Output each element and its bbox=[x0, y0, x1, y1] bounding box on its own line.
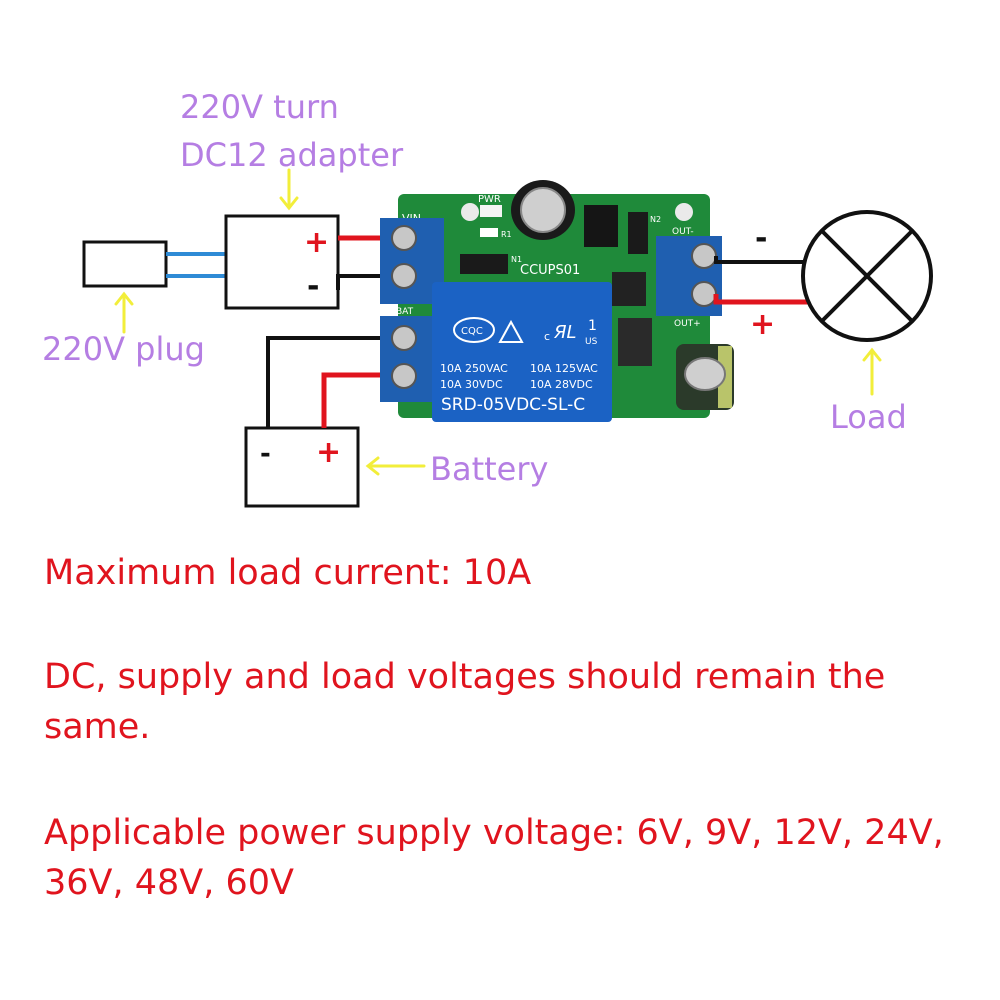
relay-spec-2a: 10A 30VDC bbox=[440, 378, 503, 391]
pcb-bat-label: BAT bbox=[396, 307, 414, 317]
battery-negative-wire bbox=[266, 336, 398, 428]
relay-warning-mark bbox=[498, 319, 524, 343]
adapter-arrow bbox=[279, 168, 299, 211]
vin-screw-positive bbox=[391, 225, 417, 251]
vin-negative-wire bbox=[336, 274, 398, 290]
dc-voltage-note: DC, supply and load voltages should rema… bbox=[44, 657, 886, 747]
pcb-out-minus-label: OUT- bbox=[672, 227, 694, 237]
battery-positive-wire bbox=[321, 372, 398, 428]
pcb-n1-label: N1 bbox=[511, 255, 522, 264]
pcb-hole-right bbox=[675, 203, 693, 221]
arrows bbox=[114, 168, 882, 476]
relay-model: SRD-05VDC-SL-C bbox=[441, 395, 585, 415]
relay-spec-1b: 10A 125VAC bbox=[530, 362, 598, 375]
plug-label: 220V plug bbox=[42, 330, 205, 368]
load-plus: + bbox=[750, 307, 775, 342]
relay-c-mark: c bbox=[544, 330, 550, 343]
load-arrow bbox=[862, 347, 882, 396]
relay-ul-mark: ЯL bbox=[553, 322, 577, 343]
chip-right bbox=[628, 212, 648, 254]
adapter-minus: - bbox=[307, 269, 319, 304]
out-screw-positive bbox=[691, 281, 717, 307]
relay bbox=[432, 282, 612, 422]
adapter-label-line2: DC12 adapter bbox=[180, 136, 404, 174]
pcb-r1-label: R1 bbox=[501, 230, 512, 239]
relay-spec-2b: 10A 28VDC bbox=[530, 378, 593, 391]
load-label: Load bbox=[830, 398, 907, 436]
wiring-diagram: + - - + VIN PWR R1 N1 N2 CCUPS01 BAT OUT… bbox=[42, 88, 933, 508]
battery-arrow bbox=[365, 456, 426, 476]
load-positive-wire bbox=[713, 294, 812, 305]
lamp-cross-2 bbox=[820, 229, 914, 323]
bat-screw-negative bbox=[391, 325, 417, 351]
chip-ic bbox=[584, 205, 618, 247]
inductor bbox=[612, 272, 646, 306]
capacitor-top bbox=[520, 187, 566, 233]
out-screw-negative bbox=[691, 243, 717, 269]
pcb-out-plus-label: OUT+ bbox=[674, 319, 701, 329]
adapter-box bbox=[224, 214, 340, 310]
relay-us: US bbox=[585, 337, 598, 347]
relay-logo-text: CQC bbox=[461, 326, 483, 337]
adapter-plus: + bbox=[304, 225, 329, 260]
vin-screw-negative bbox=[391, 263, 417, 289]
bat-screw-positive bbox=[391, 363, 417, 389]
pcb-model-label: CCUPS01 bbox=[520, 263, 580, 278]
max-current-note: Maximum load current: 10A bbox=[44, 553, 532, 593]
supply-voltage-note: Applicable power supply voltage: 6V, 9V,… bbox=[44, 813, 944, 903]
pcb-pwr-label: PWR bbox=[478, 194, 501, 205]
pcb-hole-left bbox=[461, 203, 479, 221]
relay-num: 1 bbox=[588, 318, 597, 334]
relay-cqc-logo bbox=[453, 317, 495, 343]
pcb-n2-label: N2 bbox=[650, 215, 661, 224]
resistor-r1 bbox=[480, 228, 498, 237]
load-negative-wire bbox=[714, 256, 806, 264]
plug-arrow bbox=[114, 291, 134, 334]
load-minus: - bbox=[755, 221, 767, 256]
battery-label: Battery bbox=[430, 450, 548, 488]
relay-spec-1a: 10A 250VAC bbox=[440, 362, 508, 375]
pwr-led bbox=[480, 205, 502, 217]
capacitor-bottom-top bbox=[684, 357, 726, 391]
battery-minus: - bbox=[260, 439, 271, 469]
plug-box bbox=[82, 240, 168, 288]
small-parts bbox=[618, 318, 652, 366]
battery-plus: + bbox=[316, 435, 341, 470]
battery-box bbox=[244, 426, 360, 508]
adapter-label-line1: 220V turn bbox=[180, 88, 339, 126]
chip-left bbox=[460, 254, 508, 274]
